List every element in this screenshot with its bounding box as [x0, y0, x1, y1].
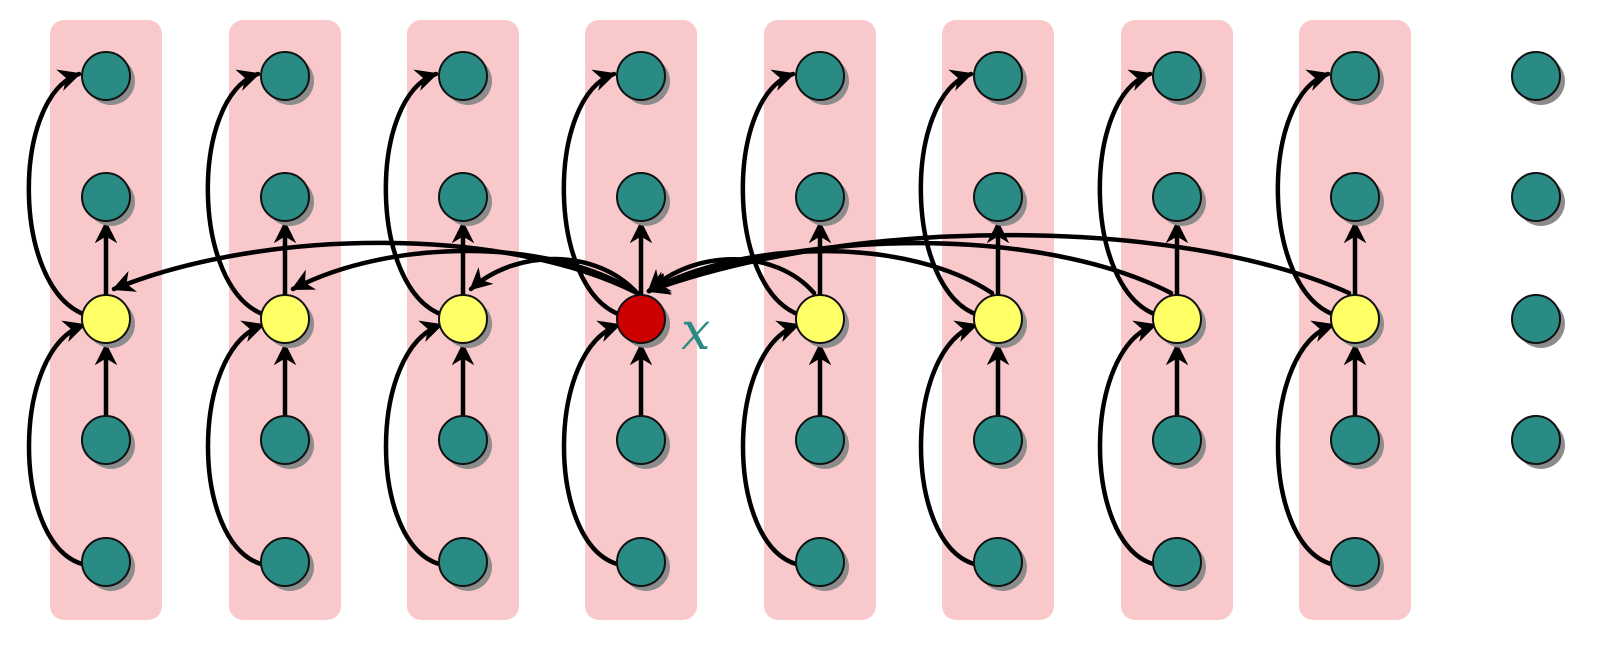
teal-node-col5-row4 [795, 415, 845, 465]
edge-mid-to-top-col8 [1275, 69, 1338, 318]
mid-node-col6 [973, 294, 1023, 344]
teal-node-col6-row2 [973, 172, 1023, 222]
teal-node-col5-row5 [795, 537, 845, 587]
center-node-label: x [681, 302, 710, 362]
teal-node-col3-row5 [438, 537, 488, 587]
teal-node-col2-row5 [260, 537, 310, 587]
teal-node-col8-row5 [1330, 537, 1380, 587]
teal-node-col2-row4 [260, 415, 310, 465]
teal-node-col4-row5 [616, 537, 666, 587]
teal-node-col6-row1 [973, 51, 1023, 101]
edge-bottom-to-mid-col1 [26, 320, 87, 567]
teal-node-col3-row1 [438, 51, 488, 101]
teal-node-col1-row4 [81, 415, 131, 465]
edge-center-to-mid-col3 [468, 256, 640, 296]
edge-mid-col6-to-center [646, 248, 995, 296]
mid-node-col2 [260, 294, 310, 344]
teal-node-col7-row4 [1152, 415, 1202, 465]
edge-center-to-mid-col2 [290, 248, 640, 296]
teal-node-col8-row2 [1330, 172, 1380, 222]
teal-node-col5-row1 [795, 51, 845, 101]
teal-node-col4-row1 [616, 51, 666, 101]
teal-node-col8-row1 [1330, 51, 1380, 101]
column-backgrounds [50, 20, 1411, 620]
teal-node-col8-row4 [1330, 415, 1380, 465]
edge-center-to-mid-col1 [111, 240, 640, 296]
mid-node-col7 [1152, 294, 1202, 344]
teal-node-extra-row4 [1511, 415, 1561, 465]
teal-node-col2-row1 [260, 51, 310, 101]
edge-mid-to-top-col5 [740, 69, 803, 318]
teal-node-extra-row2 [1511, 172, 1561, 222]
teal-node-col1-row5 [81, 537, 131, 587]
edge-mid-to-top-col1 [26, 69, 89, 318]
teal-node-col6-row5 [973, 537, 1023, 587]
edges [26, 69, 1367, 567]
edge-bottom-to-mid-col2 [205, 320, 266, 567]
mid-node-col1 [81, 294, 131, 344]
mid-node-col5 [795, 294, 845, 344]
nodes [81, 51, 1565, 591]
edge-bottom-to-mid-col6 [918, 320, 979, 567]
teal-node-col4-row4 [616, 415, 666, 465]
edge-mid-col8-to-center [646, 232, 1352, 296]
teal-node-col7-row1 [1152, 51, 1202, 101]
mid-node-col3 [438, 294, 488, 344]
edge-mid-to-top-col6 [918, 69, 981, 318]
edge-mid-to-top-col7 [1097, 69, 1160, 318]
edge-bottom-to-mid-col7 [1097, 320, 1158, 567]
edge-bottom-to-mid-col8 [1275, 320, 1336, 567]
teal-node-col4-row2 [616, 172, 666, 222]
teal-node-col1-row1 [81, 51, 131, 101]
edge-mid-to-top-col4 [561, 69, 624, 318]
teal-node-col1-row2 [81, 172, 131, 222]
teal-node-col3-row2 [438, 172, 488, 222]
teal-node-col3-row4 [438, 415, 488, 465]
edge-bottom-to-mid-col4 [561, 320, 622, 567]
edge-mid-to-top-col3 [383, 69, 446, 318]
edge-bottom-to-mid-col5 [740, 320, 801, 567]
edge-mid-to-top-col2 [205, 69, 268, 318]
mid-node-col8 [1330, 294, 1380, 344]
teal-node-extra-row3 [1511, 294, 1561, 344]
center-node [616, 294, 666, 344]
teal-node-col7-row2 [1152, 172, 1202, 222]
edge-bottom-to-mid-col3 [383, 320, 444, 567]
teal-node-col5-row2 [795, 172, 845, 222]
teal-node-extra-row1 [1511, 51, 1561, 101]
teal-node-col2-row2 [260, 172, 310, 222]
teal-node-col6-row4 [973, 415, 1023, 465]
teal-node-col7-row5 [1152, 537, 1202, 587]
